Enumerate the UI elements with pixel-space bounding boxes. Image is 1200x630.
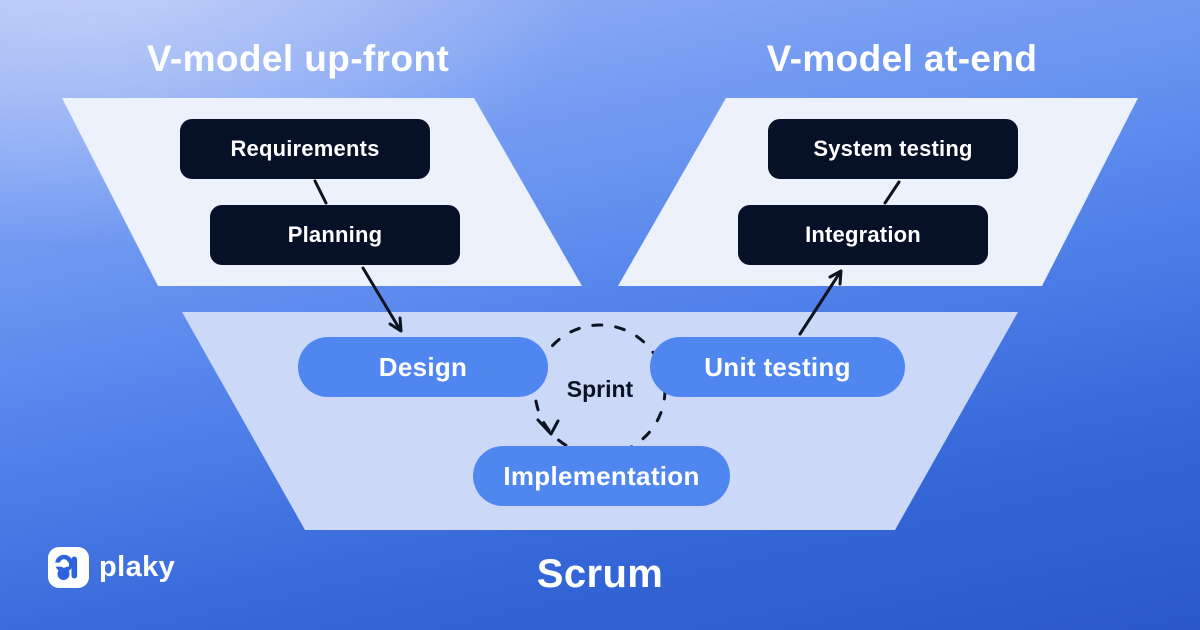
title-vmodel-atend: V-model at-end (766, 38, 1038, 79)
arrow-unit-testing-integration (798, 269, 843, 336)
box-requirements: Requirements (180, 119, 430, 179)
plaky-logo-icon (48, 547, 89, 588)
connector-requirements-planning (313, 179, 328, 205)
title-vmodel-upfront: V-model up-front (146, 38, 450, 79)
arrow-planning-design (361, 266, 403, 333)
pill-design: Design (298, 337, 548, 397)
sprint-label: Sprint (566, 376, 634, 402)
box-integration: Integration (738, 205, 988, 265)
pill-unit-testing: Unit testing (650, 337, 905, 397)
brand-name: plaky (99, 551, 176, 583)
connector-integration-system-testing (883, 180, 901, 205)
scrum-label: Scrum (536, 552, 664, 596)
sprint-cycle-arrowhead (536, 418, 560, 436)
box-planning: Planning (210, 205, 460, 265)
brand-lockup: plaky (48, 547, 175, 588)
pill-implementation: Implementation (473, 446, 730, 506)
box-system-testing: System testing (768, 119, 1018, 179)
